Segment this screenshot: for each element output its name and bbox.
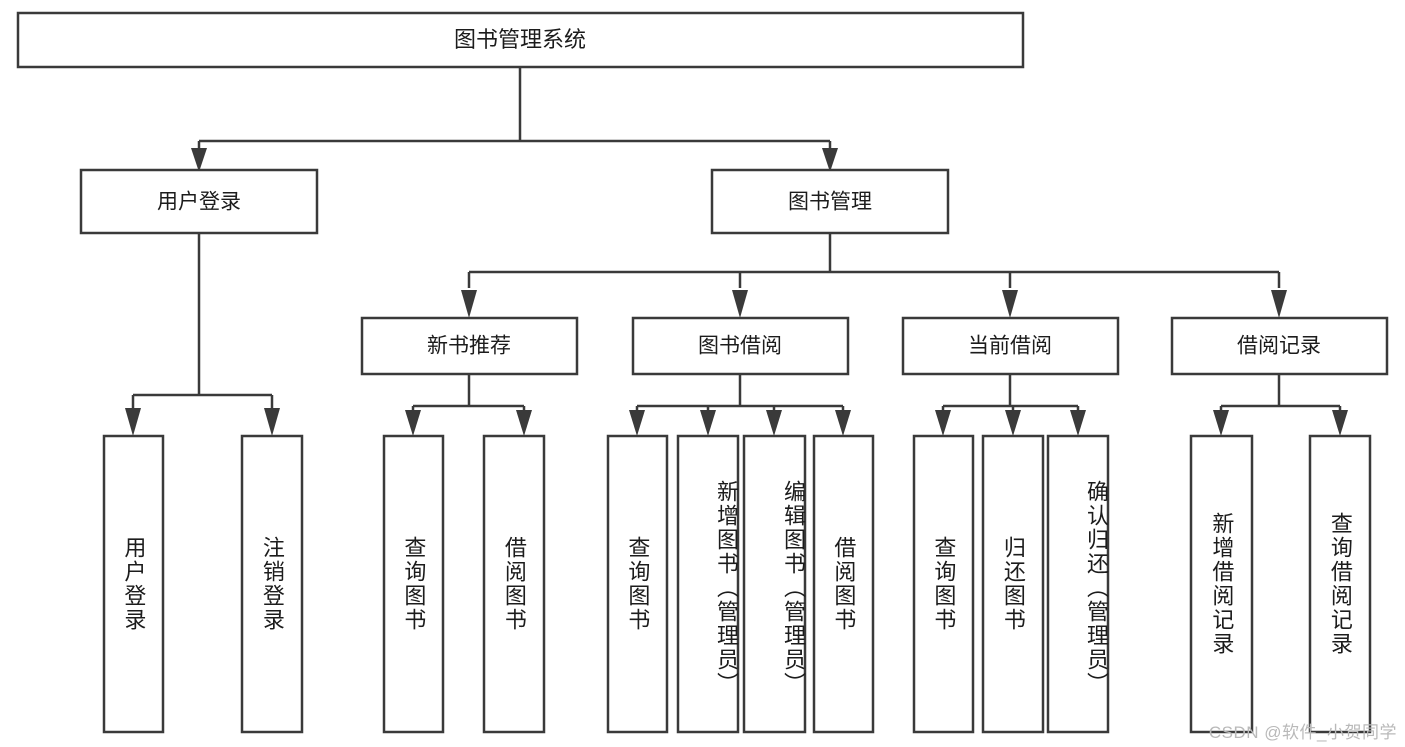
arrowhead-level2-1 [732,290,748,318]
arrowhead-leaf-borrow-record-0 [1213,410,1229,436]
node-current-borrow[interactable]: 当前借阅 [901,316,1120,376]
arrowhead-leaf-user-login-0 [125,408,141,436]
connector-group-borrow-record [1213,374,1348,436]
node-user-login-label: 用户登录 [157,191,241,214]
leaf-label-new-book-1: 借阅图书 [501,536,527,632]
arrowhead-level2-3 [1271,290,1287,318]
connector-group-user-login [125,233,280,436]
arrowhead-leaf-current-borrow-0 [935,410,951,436]
node-borrow-record-label: 借阅记录 [1237,335,1321,358]
arrowhead-leaf-book-borrow-3 [835,410,851,436]
leaf-box-book-borrow-2[interactable] [742,434,807,734]
arrowhead-level2-2 [1002,290,1018,318]
arrowhead-leaf-book-borrow-2 [766,410,782,436]
connector-group-book-manage [461,233,1287,318]
leaf-label-book-borrow-3: 借阅图书 [831,536,857,632]
leaf-boxes-book-borrow [606,434,875,734]
arrowhead-leaf-book-borrow-0 [629,410,645,436]
leaf-label-user-login-0: 用户登录 [121,536,147,632]
leaf-boxes-user-login [102,434,304,734]
node-borrow-record[interactable]: 借阅记录 [1170,316,1389,376]
leaf-label-current-borrow-2: 确认归还（管理员） [1084,480,1109,696]
leaf-label-book-borrow-0: 查询图书 [625,536,651,632]
leaf-label-user-login-1: 注销登录 [259,536,285,632]
leaf-box-new-book-1[interactable] [482,434,546,734]
node-user-login[interactable]: 用户登录 [79,168,319,235]
arrowhead-leaf-current-borrow-1 [1005,410,1021,436]
node-current-borrow-label: 当前借阅 [968,335,1052,358]
arrowhead-leaf-new-book-1 [516,410,532,436]
connector-group-book-borrow [629,374,851,436]
leaf-boxes-current-borrow [912,434,1110,734]
arrowhead-user-login [191,148,207,172]
leaf-box-current-borrow-0[interactable] [912,434,975,734]
node-book-manage[interactable]: 图书管理 [710,168,950,235]
leaf-label-borrow-record-1: 查询借阅记录 [1327,512,1353,656]
leaf-box-current-borrow-2[interactable] [1046,434,1110,734]
node-new-book-recommend[interactable]: 新书推荐 [360,316,579,376]
leaf-label-borrow-record-0: 新增借阅记录 [1209,512,1235,656]
leaf-boxes-borrow-record [1189,434,1372,734]
node-new-book-recommend-label: 新书推荐 [427,335,511,358]
arrowhead-leaf-borrow-record-1 [1332,410,1348,436]
node-borrow-record-box[interactable] [1170,316,1389,376]
node-current-borrow-box[interactable] [901,316,1120,376]
arrowhead-leaf-new-book-0 [405,410,421,436]
arrowhead-level2-0 [461,290,477,318]
leaf-box-book-borrow-3[interactable] [812,434,875,734]
leaf-box-borrow-record-0[interactable] [1189,434,1254,734]
connector-group-new-book [405,374,532,436]
node-book-manage-label: 图书管理 [788,191,872,214]
leaf-label-new-book-0: 查询图书 [401,536,427,632]
node-book-borrow-box[interactable] [631,316,850,376]
connector-group-root [191,67,838,172]
node-book-borrow[interactable]: 图书借阅 [631,316,850,376]
node-book-manage-box[interactable] [710,168,950,235]
node-root[interactable]: 图书管理系统 [16,11,1025,69]
node-book-borrow-label: 图书借阅 [698,335,782,358]
connector-group-current-borrow [935,374,1086,436]
leaf-box-new-book-0[interactable] [382,434,445,734]
arrowhead-leaf-book-borrow-1 [700,410,716,436]
node-user-login-box[interactable] [79,168,319,235]
leaf-box-borrow-record-1[interactable] [1308,434,1372,734]
leaf-boxes-new-book [382,434,546,734]
leaf-label-book-borrow-2: 编辑图书（管理员） [781,480,806,696]
leaf-box-user-login-1[interactable] [240,434,304,734]
node-root-box[interactable] [16,11,1025,69]
leaf-box-book-borrow-1[interactable] [676,434,740,734]
leaf-box-book-borrow-0[interactable] [606,434,669,734]
leaf-box-user-login-0[interactable] [102,434,165,734]
leaf-label-current-borrow-0: 查询图书 [931,536,957,632]
leaf-box-current-borrow-1[interactable] [981,434,1045,734]
leaf-label-current-borrow-1: 归还图书 [1000,536,1026,632]
node-new-book-recommend-box[interactable] [360,316,579,376]
arrowhead-leaf-user-login-1 [264,408,280,436]
leaf-label-book-borrow-1: 新增图书（管理员） [714,480,739,696]
arrowhead-leaf-current-borrow-2 [1070,410,1086,436]
node-root-label: 图书管理系统 [454,27,586,52]
arrowhead-book-manage [822,148,838,172]
